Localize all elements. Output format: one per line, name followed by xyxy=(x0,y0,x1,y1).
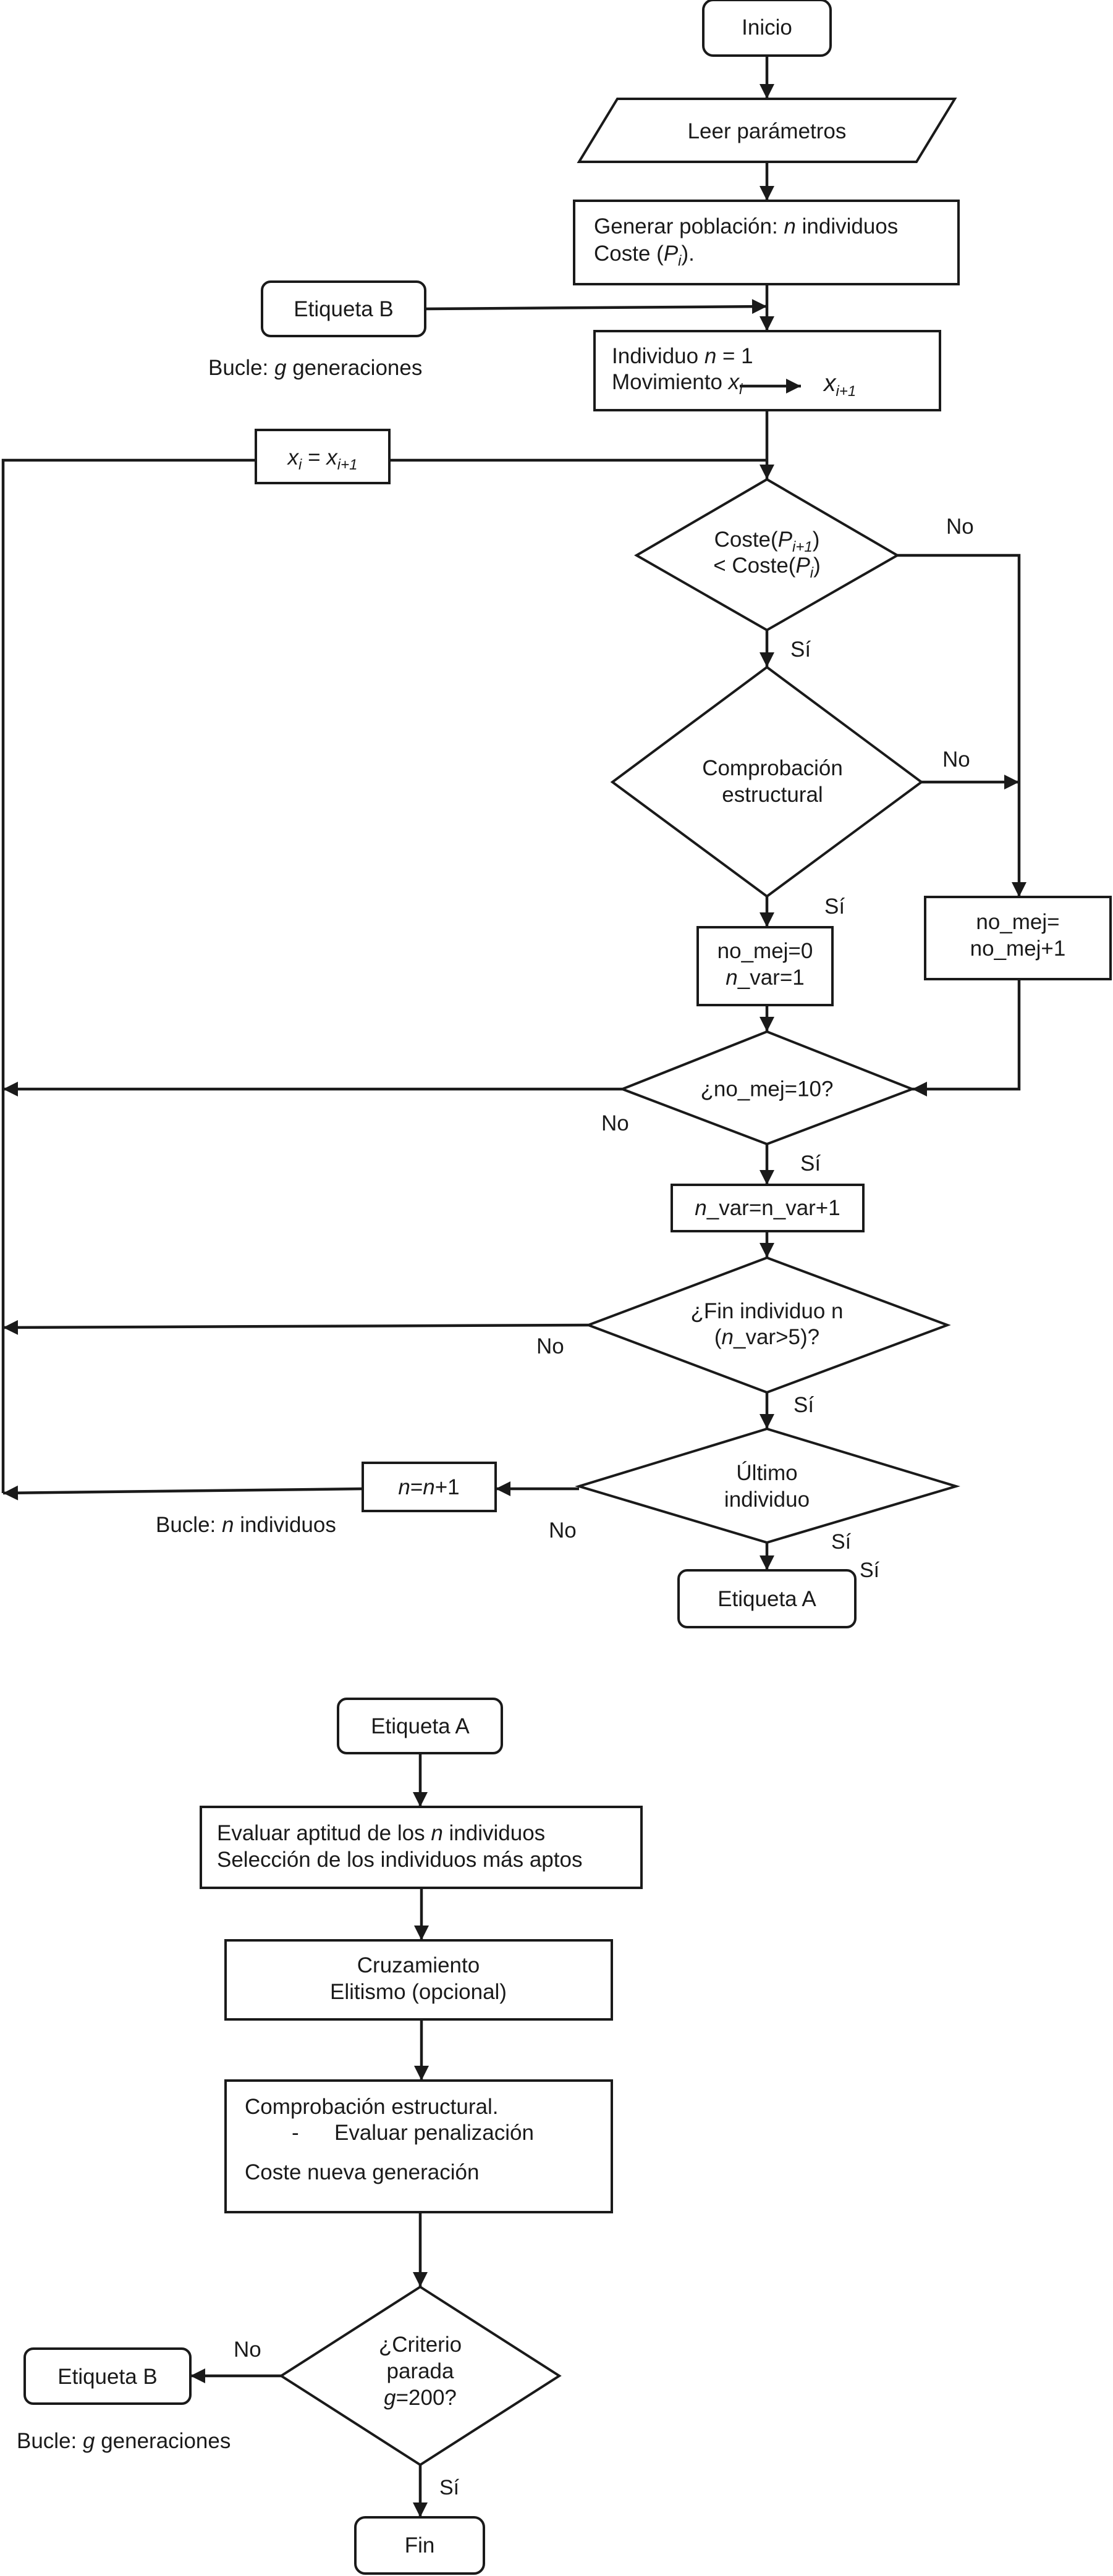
individual-increment-label: n=n+1 xyxy=(398,1475,459,1499)
stop-yes-label: Sí xyxy=(439,2476,460,2499)
limit-yes-label: Sí xyxy=(800,1151,821,1176)
last-individual-line2: individuo xyxy=(724,1488,810,1512)
end-node: Fin xyxy=(354,2516,485,2575)
structural-check-node: Comprobación estructural. - Evaluar pena… xyxy=(224,2079,613,2213)
end-individual-line2: (n_var>5)? xyxy=(714,1325,819,1349)
label-b-node-top: Etiqueta B xyxy=(261,280,426,337)
last-individual-decision: Último individuo xyxy=(575,1427,960,1544)
penalty-label: Evaluar penalización xyxy=(334,2121,534,2145)
last-individual-line1: Último xyxy=(736,1461,797,1485)
no-improvement-increment-line1: no_mej= xyxy=(976,910,1059,934)
label-a-top-label: Etiqueta A xyxy=(717,1587,816,1611)
no-improvement-reset-label: no_mej=0 xyxy=(717,939,813,963)
structural-yes-label: Sí xyxy=(824,894,845,919)
end-individual-line1: ¿Fin individuo n xyxy=(690,1299,843,1323)
last-individual-no-label: No xyxy=(549,1518,577,1543)
end-individual-decision: ¿Fin individuo n (n_var>5)? xyxy=(585,1256,951,1394)
generations-loop-note-bottom: Bucle: g generaciones xyxy=(17,2429,231,2453)
evaluate-fitness-node: Evaluar aptitud de los n individuos Sele… xyxy=(200,1806,643,1889)
selection-label: Selección de los individuos más aptos xyxy=(217,1848,582,1872)
position-update-label: xi = xi+1 xyxy=(287,445,358,473)
stop-criterion-line3: g=200? xyxy=(384,2386,457,2410)
limit-no-label: No xyxy=(601,1111,629,1135)
individual-increment-node: n=n+1 xyxy=(362,1462,497,1512)
end-individual-yes-label: Sí xyxy=(793,1393,814,1417)
cost-yes-label: Sí xyxy=(790,638,811,662)
no-improvement-limit-decision: ¿no_mej=10? xyxy=(619,1030,916,1146)
structural-no-label: No xyxy=(942,747,970,772)
reset-counters-node: no_mej=0 n_var=1 xyxy=(696,926,834,1006)
generations-loop-note-top: Bucle: g generaciones xyxy=(208,356,422,380)
movement-label: Movimiento xi xyxy=(612,370,743,398)
cost-no-label: No xyxy=(946,515,974,539)
stop-criterion-line2: parada xyxy=(387,2359,455,2383)
stop-no-label: No xyxy=(234,2338,261,2362)
structural-check-label: Comprobación estructural. xyxy=(245,2095,498,2119)
new-generation-cost-label: Coste nueva generación xyxy=(245,2160,479,2184)
cost-comparison-line1: Coste(Pi+1) xyxy=(714,528,820,555)
read-parameters-label: Leer parámetros xyxy=(688,119,847,143)
label-b-top-label: Etiqueta B xyxy=(294,297,394,321)
read-parameters-node: Leer parámetros xyxy=(577,98,957,163)
structural-check-line1: Comprobación xyxy=(702,756,843,780)
no-improvement-limit-label: ¿no_mej=10? xyxy=(700,1077,833,1101)
end-individual-no-label: No xyxy=(536,1334,564,1358)
crossover-node: Cruzamiento Elitismo (opcional) xyxy=(224,1939,613,2021)
n-var-increment-node: n_var=n_var+1 xyxy=(671,1184,865,1232)
stop-criterion-line1: ¿Criterio xyxy=(379,2333,462,2357)
no-improvement-increment-node: no_mej= no_mej+1 xyxy=(924,896,1112,980)
cost-comparison-decision: Coste(Pi+1) < Coste(Pi) xyxy=(634,478,900,632)
label-a-node-bottom: Etiqueta A xyxy=(337,1698,503,1754)
individual-label: Individuo n = 1 xyxy=(612,344,753,368)
evaluate-fitness-label: Evaluar aptitud de los n individuos xyxy=(217,1821,545,1845)
penalty-bullet: - xyxy=(292,2121,299,2145)
elitism-label: Elitismo (opcional) xyxy=(330,1980,507,2004)
next-position-label: xi+1 xyxy=(823,370,856,400)
generate-population-label: Generar población: n individuos xyxy=(594,214,898,238)
no-improvement-increment-line2: no_mej+1 xyxy=(970,937,1066,961)
label-a-node-top: Etiqueta A xyxy=(677,1569,857,1628)
individual-movement-node: Individuo n = 1 Movimiento xi xi+1 xyxy=(593,330,941,411)
top-connectors xyxy=(1,56,1026,1570)
bottom-connectors xyxy=(190,1753,429,2517)
n-var-increment-label: n_var=n_var+1 xyxy=(695,1196,840,1220)
last-individual-yes-label: Sí xyxy=(831,1530,852,1554)
structural-check-line2: estructural xyxy=(722,783,823,807)
end-label: Fin xyxy=(405,2533,435,2557)
stop-criterion-decision: ¿Criterio parada g=200? xyxy=(279,2285,562,2467)
cost-comparison-line2: < Coste(Pi) xyxy=(713,554,821,581)
structural-check-decision: Comprobación estructural xyxy=(610,665,924,898)
start-node: Inicio xyxy=(702,0,832,57)
crossover-label: Cruzamiento xyxy=(357,1953,480,1977)
label-b-bottom-label: Etiqueta B xyxy=(57,2365,158,2389)
label-a-bottom-label: Etiqueta A xyxy=(371,1714,470,1738)
position-update-node: xi = xi+1 xyxy=(255,429,391,484)
individuals-loop-note: Bucle: n individuos xyxy=(156,1513,336,1537)
label-b-node-bottom: Etiqueta B xyxy=(23,2347,192,2405)
n-var-reset-label: n_var=1 xyxy=(726,966,804,990)
generate-population-node: Generar población: n individuos Coste (P… xyxy=(573,200,960,285)
start-label: Inicio xyxy=(742,15,792,40)
population-cost-label: Coste (Pi). xyxy=(594,242,695,269)
label-a-yes-label: Sí xyxy=(860,1559,880,1582)
